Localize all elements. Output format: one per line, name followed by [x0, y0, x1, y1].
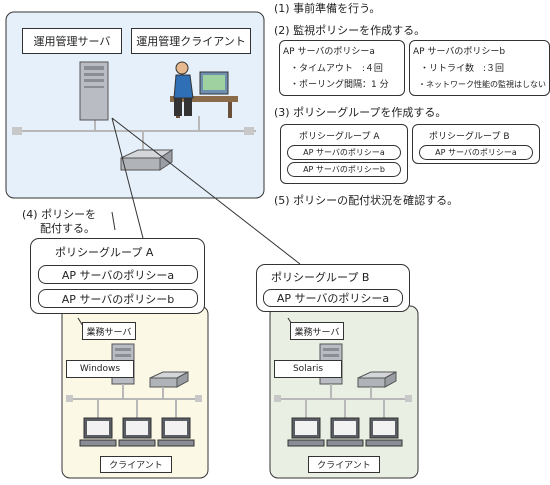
distribution-line-a	[111, 117, 144, 239]
policy-group-b-title: ポリシーグループ B	[271, 271, 370, 284]
policy-b-box: AP サーバのポリシーb ・リトライ数 :３回 ・ネットワーク性能の監視はしない	[409, 40, 550, 96]
policy-group-b: ポリシーグループ B AP サーバのポリシーa	[256, 264, 410, 312]
policy-group-b-small-title: ポリシーグループ B	[429, 132, 510, 142]
admin-server-icon	[79, 61, 109, 121]
step-3-text: (3) ポリシーグループを作成する。	[274, 106, 447, 119]
policy-group-a-small: ポリシーグループ A AP サーバのポリシーa AP サーバのポリシーb	[280, 124, 408, 184]
distribution-line-b	[111, 117, 301, 265]
step-1-text: (1) 事前準備を行う。	[274, 2, 381, 15]
admin-panel-bg	[5, 11, 265, 199]
policy-group-b-small-item: AP サーバのポリシーa	[419, 145, 533, 160]
step-5-text: (5) ポリシーの配付状況を確認する。	[274, 194, 459, 207]
solaris-client-icon	[287, 417, 325, 447]
policy-a-line2: ・ポーリング間隔：1 分	[290, 80, 389, 90]
step-4-text-line2: 配付する。	[40, 222, 95, 235]
policy-group-a-small-item: AP サーバのポリシーa	[287, 145, 401, 160]
step-4-text-line1: (4) ポリシーを	[22, 208, 97, 221]
policy-b-title: AP サーバのポリシーb	[413, 47, 506, 57]
solaris-client-label: クライアント	[308, 456, 380, 473]
policy-group-a-small-title: ポリシーグループ A	[299, 132, 380, 142]
policy-b-line2: ・ネットワーク性能の監視はしない	[418, 80, 546, 89]
policy-group-a-item: AP サーバのポリシーb	[38, 289, 198, 308]
windows-os-label: Windows	[66, 360, 134, 378]
solaris-business-server-label: 業務サーバ	[290, 322, 344, 340]
admin-server-label: 運用管理サーバ	[22, 28, 122, 54]
windows-client-label: クライアント	[100, 456, 172, 473]
admin-client-label: 運用管理クライアント	[131, 28, 251, 54]
windows-client-icon	[157, 417, 195, 447]
policy-a-line1: ・タイムアウト :４回	[290, 64, 383, 74]
policy-group-a-item: AP サーバのポリシーa	[38, 265, 198, 284]
windows-client-icon	[118, 417, 156, 447]
policy-group-b-small: ポリシーグループ B AP サーバのポリシーa	[412, 124, 540, 164]
policy-b-line1: ・リトライ数 :３回	[420, 64, 505, 74]
solaris-os-label: Solaris	[274, 360, 342, 378]
policy-group-a-small-item: AP サーバのポリシーb	[287, 162, 401, 177]
admin-client-icon	[170, 61, 238, 118]
solaris-client-icon	[365, 417, 403, 447]
solaris-client-icon	[326, 417, 364, 447]
policy-group-a: ポリシーグループ A AP サーバのポリシーa AP サーバのポリシーb	[30, 238, 205, 314]
policy-group-b-item: AP サーバのポリシーa	[263, 289, 403, 307]
step-2-text: (2) 監視ポリシーを作成する。	[274, 24, 426, 37]
policy-group-a-title: ポリシーグループ A	[55, 246, 154, 259]
windows-client-icon	[79, 417, 117, 447]
policy-a-box: AP サーバのポリシーa ・タイムアウト :４回 ・ポーリング間隔：1 分	[279, 40, 405, 96]
policy-a-title: AP サーバのポリシーa	[283, 47, 375, 57]
windows-business-server-label: 業務サーバ	[82, 322, 136, 340]
